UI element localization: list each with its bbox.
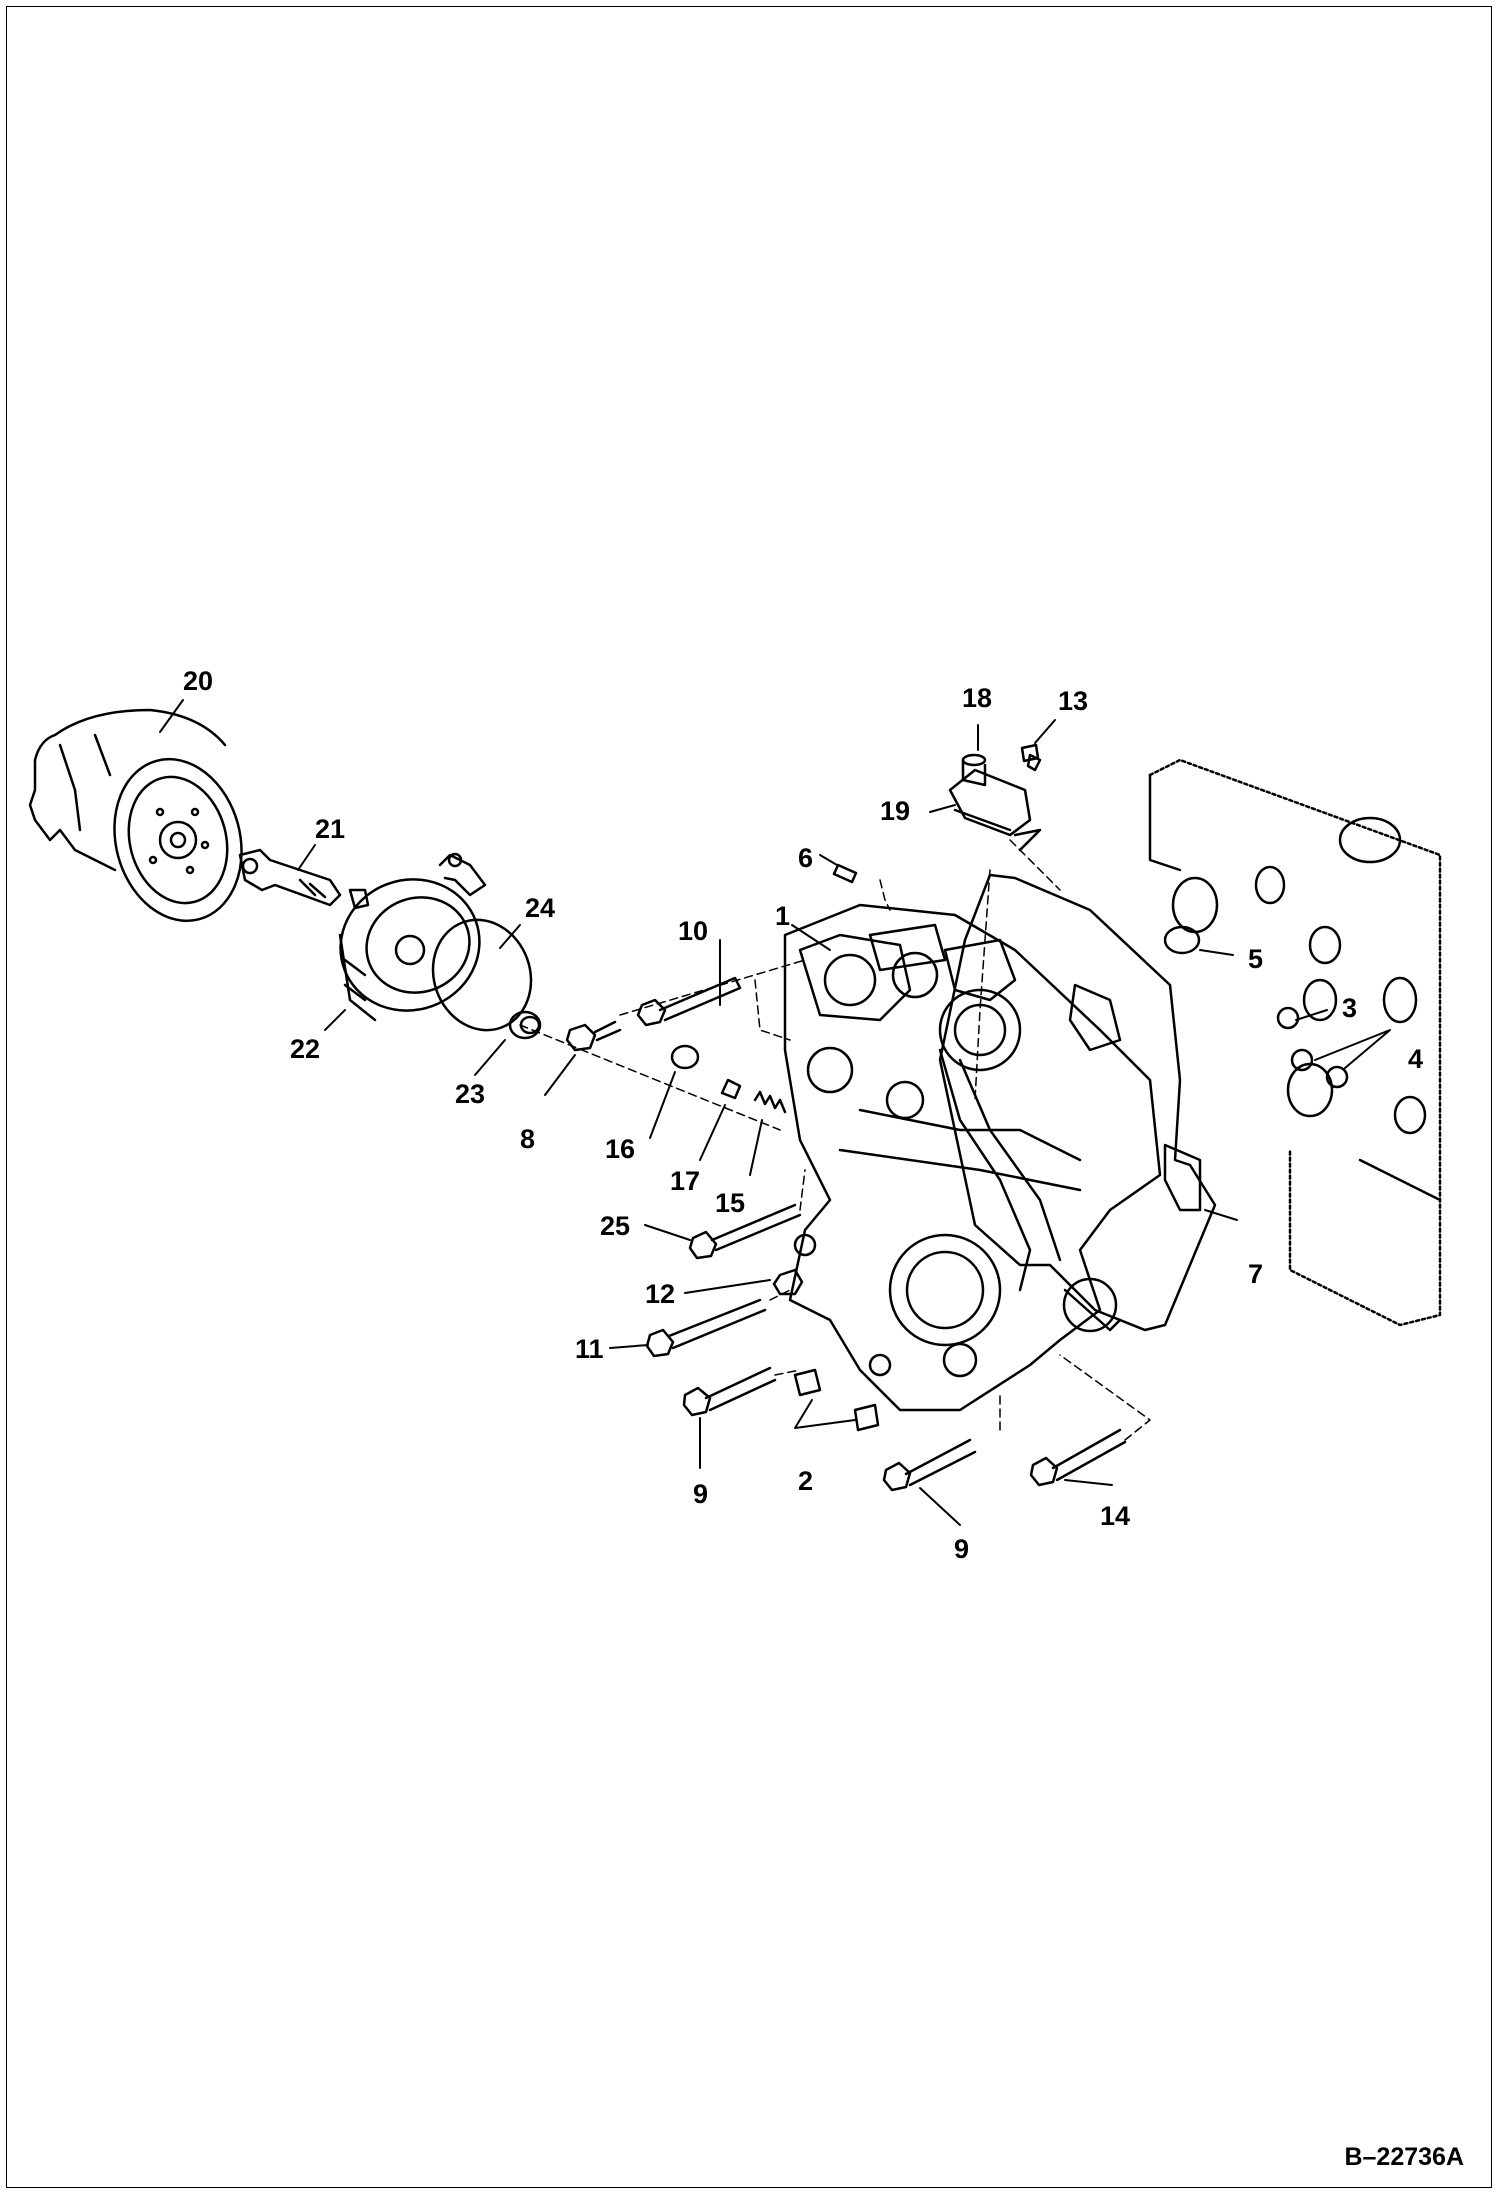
- callout-10: 10: [678, 916, 708, 946]
- callout-12: 12: [645, 1279, 675, 1309]
- callout-18: 18: [962, 683, 992, 713]
- callout-25: 25: [600, 1211, 630, 1241]
- callout-13: 13: [1058, 686, 1088, 716]
- callout-5: 5: [1248, 944, 1263, 974]
- drawing-number: B–22736A: [1344, 2143, 1464, 2171]
- callout-1: 1: [775, 901, 790, 931]
- callout-7: 7: [1248, 1259, 1263, 1289]
- callout-6: 6: [798, 843, 813, 873]
- assembly-lines: [519, 839, 1151, 1441]
- bolts: [636, 743, 1127, 1492]
- callout-9-left: 9: [693, 1479, 708, 1509]
- callout-8: 8: [520, 1124, 535, 1154]
- callout-24: 24: [525, 893, 555, 923]
- callout-14: 14: [1100, 1501, 1130, 1531]
- filter-nipple: [238, 848, 342, 907]
- callout-16: 16: [605, 1134, 635, 1164]
- gear-case-gasket: [938, 873, 1217, 1332]
- leader-lines: [159, 699, 1391, 1526]
- callout-4: 4: [1408, 1044, 1423, 1074]
- callout-19: 19: [880, 796, 910, 826]
- cooler-seal: [508, 1010, 542, 1040]
- oil-filter: [28, 708, 243, 923]
- thermostat-cover: [948, 753, 1042, 852]
- gear-case-cover: [783, 903, 1162, 1412]
- callout-23: 23: [455, 1079, 485, 1109]
- callout-15: 15: [715, 1188, 745, 1218]
- page-border: [6, 6, 1492, 2188]
- callout-11: 11: [575, 1334, 604, 1364]
- callout-labels: 20 21 24 22 23 8 16 17 15 25 12 11 9 2 9…: [183, 666, 1423, 1564]
- oil-cooler: [338, 852, 487, 1022]
- callout-20: 20: [183, 666, 213, 696]
- cooler-o-ring: [431, 918, 533, 1032]
- callout-3: 3: [1342, 993, 1357, 1023]
- callout-2: 2: [798, 1466, 813, 1496]
- callout-9-right: 9: [954, 1534, 969, 1564]
- callout-22: 22: [290, 1034, 320, 1064]
- engine-block: [1148, 758, 1442, 1327]
- callout-21: 21: [315, 814, 345, 844]
- callout-17: 17: [670, 1166, 700, 1196]
- small-parts: [565, 863, 1349, 1432]
